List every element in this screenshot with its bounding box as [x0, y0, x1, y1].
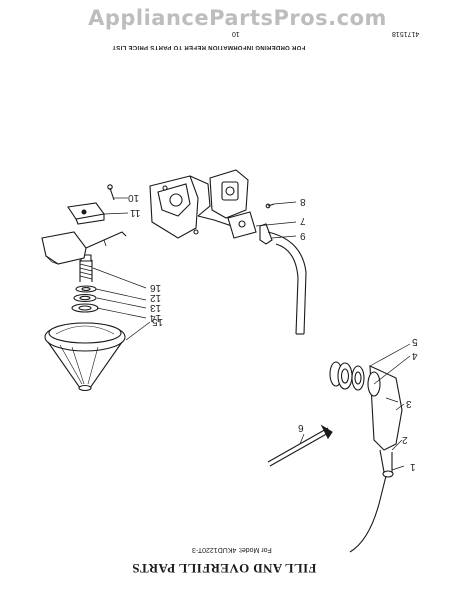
watermark: AppliancePartsPros.com: [88, 6, 387, 30]
callout-8: 8: [300, 196, 306, 207]
diagram-title: FILL AND OVERFILL PARTS: [132, 561, 317, 576]
callout-5: 5: [412, 336, 418, 347]
callout-leader-lines: [93, 198, 410, 470]
wire-tie-part: [268, 426, 332, 466]
callout-9: 9: [300, 230, 306, 241]
fill-hose-part: [268, 232, 306, 334]
float-lever-part: [42, 232, 126, 264]
fill-valve-inlet-part: [228, 204, 274, 244]
callout-2: 2: [402, 434, 408, 445]
water-inlet-fitting-part: [330, 362, 402, 552]
callout-10: 10: [128, 192, 140, 203]
callout-11: 11: [130, 207, 141, 218]
model-line: For Model: 4KUD1220T-3: [192, 546, 272, 553]
callout-7: 7: [300, 215, 306, 226]
callout-6: 6: [298, 422, 304, 433]
callout-16: 16: [150, 282, 162, 293]
float-cone-part: [45, 323, 125, 391]
callout-15: 15: [152, 316, 164, 327]
callout-4: 4: [412, 350, 418, 361]
overfill-switch-part: [68, 185, 114, 224]
callout-1: 1: [410, 461, 416, 472]
callout-3: 3: [406, 398, 412, 409]
valve-bracket-part: [150, 170, 252, 238]
float-stem-stack: [72, 255, 98, 312]
